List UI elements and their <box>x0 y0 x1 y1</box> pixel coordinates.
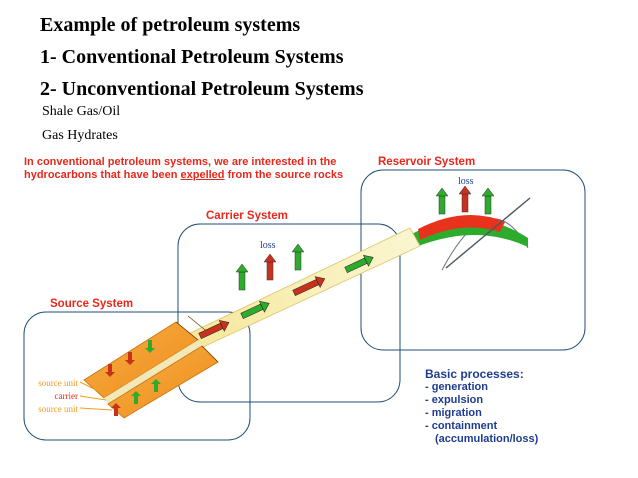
note-part-1: In conventional petroleum systems, we ar… <box>24 156 337 181</box>
title-line-3: 2- Unconventional Petroleum Systems <box>40 78 364 100</box>
reservoir-loss-arrows <box>435 185 495 215</box>
title-line-1: Example of petroleum systems <box>40 14 301 36</box>
reservoir-system-label: Reservoir System <box>378 156 476 168</box>
sub-item-shale: Shale Gas/Oil <box>42 104 121 119</box>
label-carrier: carrier <box>55 391 78 401</box>
process-item: - generation <box>425 381 488 393</box>
process-item: - expulsion <box>425 394 484 406</box>
process-subitem: (accumulation/loss) <box>435 433 539 445</box>
label-source-unit-bottom: source unit <box>38 404 78 414</box>
reservoir-trap-red <box>418 214 505 240</box>
migration-arrows <box>198 254 374 340</box>
note-part-2: from the source rocks <box>227 168 344 181</box>
process-item: - migration <box>425 407 482 419</box>
title-line-2: 1- Conventional Petroleum Systems <box>40 46 344 68</box>
carrier-thin-layer <box>104 340 202 404</box>
carrier-system-box <box>177 223 401 403</box>
label-source-unit-top: source unit <box>38 378 78 388</box>
basic-processes-heading: Basic processes: <box>425 367 524 381</box>
expulsion-arrows <box>105 340 161 416</box>
conventional-note: In conventional petroleum systems, we ar… <box>24 156 344 181</box>
sub-item-hydrates: Gas Hydrates <box>42 128 118 143</box>
carrier-loss-arrows <box>235 243 305 291</box>
reservoir-system-box <box>360 169 586 351</box>
reservoir-loss-label: loss <box>458 176 474 187</box>
source-system-box <box>23 311 251 441</box>
basic-processes: Basic processes: - generation - expulsio… <box>425 368 625 446</box>
layer-pointers <box>79 381 113 411</box>
fault-line <box>445 197 531 269</box>
carrier-system-label: Carrier System <box>206 210 288 222</box>
carrier-loss-label: loss <box>260 240 276 251</box>
process-item: - containment <box>425 420 498 432</box>
source-system-label: Source System <box>50 298 134 310</box>
note-emphasis: expelled <box>180 168 225 181</box>
